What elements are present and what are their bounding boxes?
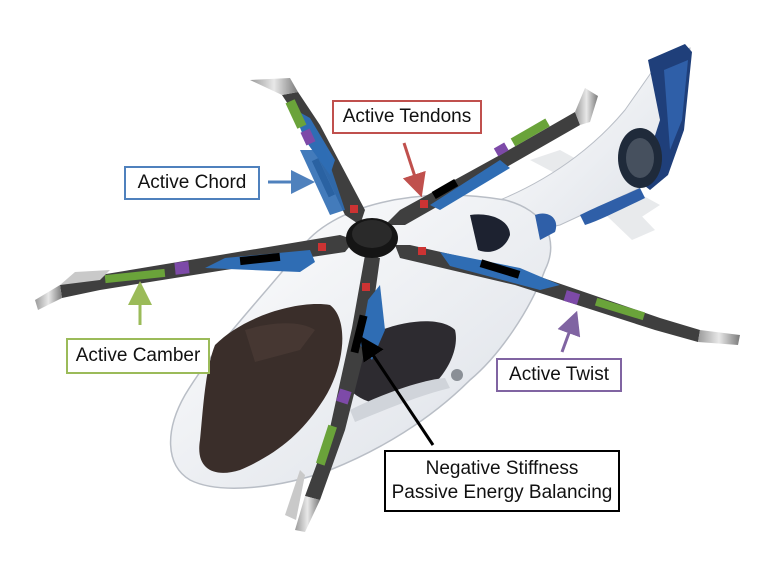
blade-front — [285, 255, 385, 532]
passive-label-line1: Negative Stiffness — [425, 458, 579, 479]
active-twist-label: Active Twist — [496, 358, 622, 392]
blade-upper-left — [250, 78, 365, 225]
passive-energy-balancing-label: Negative Stiffness Passive Energy Balanc… — [384, 450, 620, 512]
blade-upper-right — [385, 88, 598, 225]
tendons-arrow — [402, 142, 426, 198]
twist-arrow — [557, 310, 581, 353]
callout-arrows — [128, 142, 581, 446]
active-tendons-label: Active Tendons — [332, 100, 482, 134]
rotor-blades — [35, 78, 740, 532]
passive-arrow — [360, 336, 435, 446]
passive-label-line2: Passive Energy Balancing — [391, 482, 613, 503]
active-chord-label: Active Chord — [124, 166, 260, 200]
active-camber-label: Active Camber — [66, 338, 210, 374]
blade-right — [395, 245, 740, 345]
tail-boom — [499, 44, 692, 236]
